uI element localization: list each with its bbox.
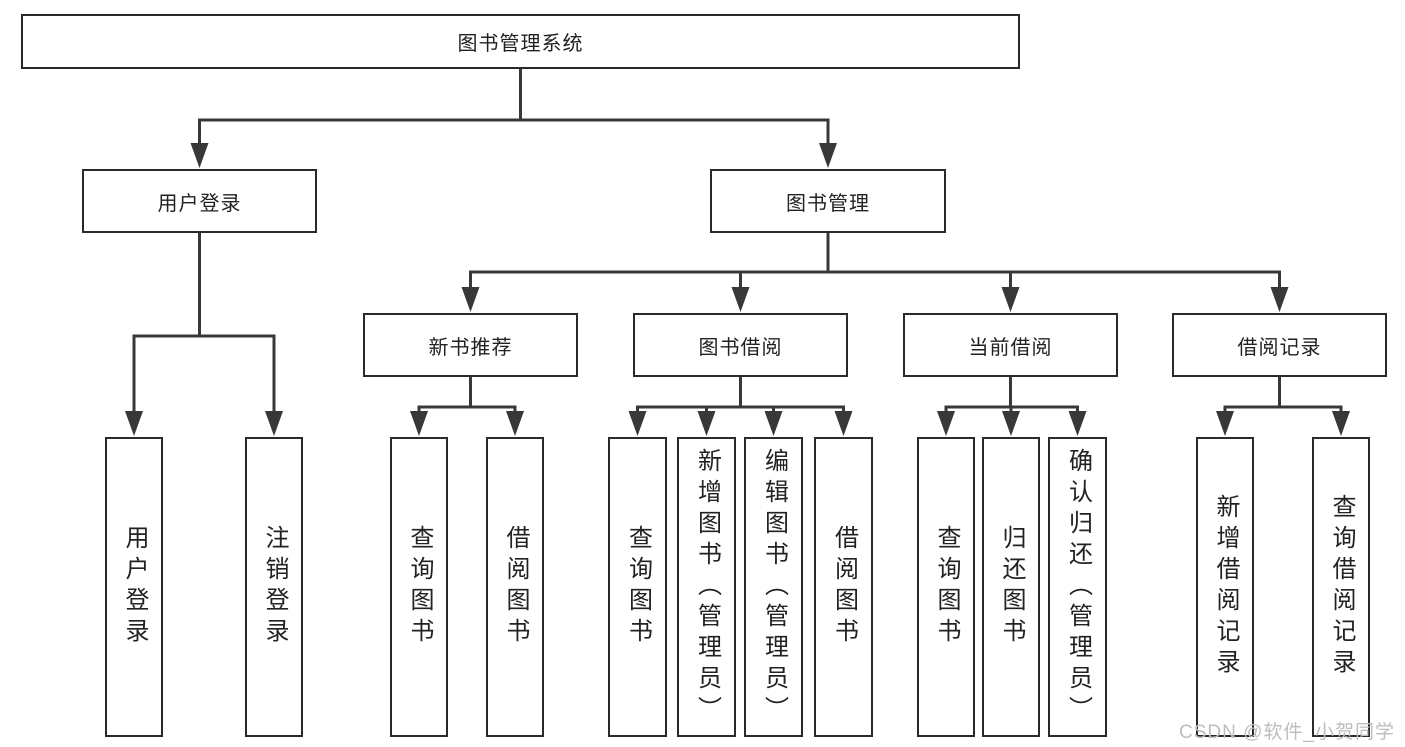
node-bb-edit: 编辑图书（管理员） xyxy=(744,437,803,737)
node-label: 当前借阅 xyxy=(968,336,1053,359)
arrowhead-icon xyxy=(1332,411,1350,436)
node-label: 图书管理系统 xyxy=(457,33,584,55)
node-label: 图书管理 xyxy=(786,192,870,215)
node-user-login: 用户登录 xyxy=(82,169,317,233)
arrowhead-icon xyxy=(1068,411,1087,436)
node-book-borrow: 图书借阅 xyxy=(633,313,848,377)
arrowhead-icon xyxy=(190,143,209,168)
node-bb-add: 新增图书（管理员） xyxy=(677,437,736,737)
node-label: 借阅图书 xyxy=(830,525,858,649)
arrowhead-icon xyxy=(506,411,524,436)
arrowhead-icon xyxy=(461,287,480,312)
watermark: CSDN @软件_小贺同学 xyxy=(1179,722,1395,743)
arrowhead-icon xyxy=(265,411,283,436)
node-label: 用户登录 xyxy=(121,525,148,649)
arrowhead-icon xyxy=(1001,287,1020,312)
node-label: 编辑图书（管理员） xyxy=(760,447,788,727)
node-label: 用户登录 xyxy=(157,192,242,215)
node-br-add: 新增借阅记录 xyxy=(1196,437,1254,737)
node-label: 新增借阅记录 xyxy=(1212,494,1239,680)
arrowhead-icon xyxy=(1216,411,1234,436)
node-new-book-rec: 新书推荐 xyxy=(363,313,578,377)
node-label: 查询图书 xyxy=(933,525,960,649)
arrowhead-icon xyxy=(764,411,783,436)
node-logout: 注销登录 xyxy=(245,437,303,737)
node-label: 借阅记录 xyxy=(1237,336,1322,359)
node-br-query: 查询借阅记录 xyxy=(1312,437,1370,737)
arrowhead-icon xyxy=(410,411,428,436)
node-label: 查询图书 xyxy=(406,525,433,649)
node-current-borrow: 当前借阅 xyxy=(903,313,1118,377)
node-label: 注销登录 xyxy=(261,525,288,649)
node-rec-borrow: 借阅图书 xyxy=(486,437,544,737)
node-cb-return: 归还图书 xyxy=(982,437,1040,737)
arrowhead-icon xyxy=(125,411,143,436)
node-label: 借阅图书 xyxy=(502,525,529,649)
node-label: 查询图书 xyxy=(624,525,652,649)
arrowhead-icon xyxy=(731,287,750,312)
arrowhead-icon xyxy=(937,411,955,436)
node-bb-query: 查询图书 xyxy=(608,437,667,737)
node-login: 用户登录 xyxy=(105,437,163,737)
node-rec-query: 查询图书 xyxy=(390,437,448,737)
arrowhead-icon xyxy=(1270,287,1289,312)
arrowhead-icon xyxy=(819,143,837,168)
node-root: 图书管理系统 xyxy=(21,14,1020,69)
node-bb-borrow: 借阅图书 xyxy=(814,437,873,737)
arrowhead-icon xyxy=(1002,411,1020,436)
node-label: 确认归还（管理员） xyxy=(1064,447,1092,727)
node-borrow-record: 借阅记录 xyxy=(1172,313,1387,377)
node-label: 新增图书（管理员） xyxy=(693,447,721,727)
node-book-mgmt: 图书管理 xyxy=(710,169,946,233)
node-cb-confirm: 确认归还（管理员） xyxy=(1048,437,1107,737)
node-label: 归还图书 xyxy=(998,525,1025,649)
node-label: 查询借阅记录 xyxy=(1328,494,1355,680)
node-label: 新书推荐 xyxy=(428,336,513,359)
arrowhead-icon xyxy=(834,411,853,436)
node-cb-query: 查询图书 xyxy=(917,437,975,737)
arrowhead-icon xyxy=(628,411,647,436)
node-label: 图书借阅 xyxy=(698,336,783,359)
arrowhead-icon xyxy=(697,411,716,436)
